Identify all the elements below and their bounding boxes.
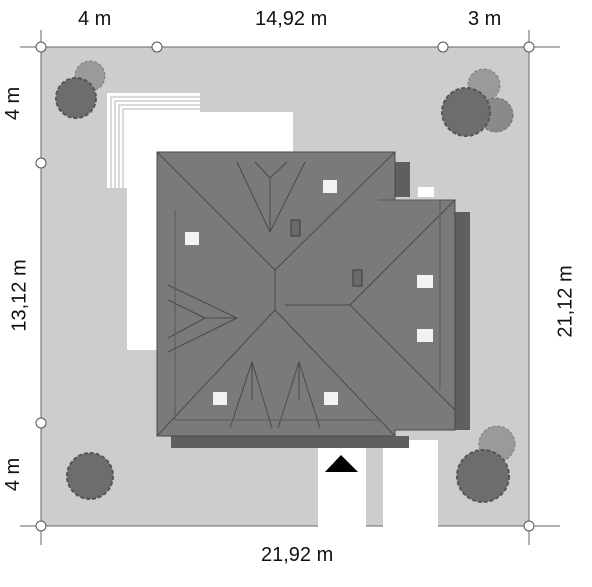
dim-top-middle: 14,92 m [255, 8, 328, 30]
dim-left-top: 4 m [2, 86, 25, 121]
dim-left-middle: 13,12 m [8, 259, 31, 332]
dim-left-bottom: 4 m [2, 457, 25, 492]
house-shadow [171, 162, 470, 448]
driveway [318, 440, 438, 528]
dimension-markers [35, 41, 535, 532]
roof [156, 151, 456, 437]
tree-top-right [441, 68, 514, 137]
entrance-arrow [325, 455, 358, 472]
dimension-lines [20, 30, 560, 545]
dim-right: 21,12 m [554, 265, 577, 338]
roof-vent [418, 187, 434, 197]
dim-top-left: 4 m [78, 8, 112, 30]
tree-top-left [55, 60, 106, 119]
tree-bottom-left [66, 452, 114, 500]
dim-bottom: 21,92 m [261, 544, 334, 566]
tree-bottom-right [456, 425, 516, 503]
dim-top-right: 3 m [468, 8, 502, 30]
